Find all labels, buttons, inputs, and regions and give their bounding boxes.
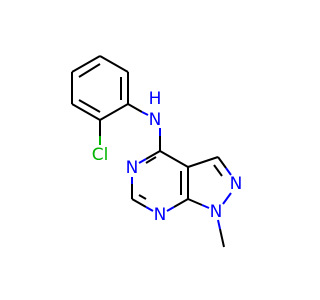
bond [217, 156, 227, 169]
atom-label-cl: Cl [92, 145, 109, 165]
pyrazole-ring [187, 156, 232, 248]
atom-label-nh-hydrogen: H [149, 89, 162, 109]
bond [145, 206, 154, 212]
bond [99, 103, 129, 121]
phenyl-ring [71, 55, 129, 121]
bond [71, 55, 101, 73]
bond-n-methyl [217, 219, 221, 230]
bond [166, 206, 175, 212]
atom-label-pyrazole-n1: N [210, 202, 223, 222]
bond [173, 198, 189, 208]
double-bond-inner [145, 156, 157, 164]
atom-label-nh: N [149, 110, 162, 130]
bond [71, 103, 101, 121]
molecule-diagram: N H Cl N N N N [71, 55, 243, 248]
double-bond-inner [78, 63, 101, 78]
pyrimidine-ring [131, 150, 189, 212]
bond [131, 198, 147, 208]
bond [187, 156, 219, 168]
bond [145, 150, 161, 160]
bond [159, 150, 189, 168]
atom-label-pyrimidine-n3: N [126, 158, 139, 178]
bond-n-methyl [219, 228, 225, 248]
double-bond-inner [213, 164, 223, 177]
bond-c-nh [127, 103, 143, 113]
atom-label-pyrazole-n2: N [230, 174, 243, 194]
double-bond-inner [138, 194, 147, 200]
double-bond-inner [78, 99, 101, 113]
structure-svg: N H Cl N N N N [71, 55, 243, 248]
bond [187, 198, 203, 206]
atom-label-pyrimidine-n1: N [154, 205, 167, 225]
bond [225, 167, 232, 176]
bond [99, 55, 129, 73]
bond [138, 158, 147, 164]
bond-c-nh [141, 111, 149, 116]
bond [201, 204, 210, 209]
bond [222, 192, 232, 205]
